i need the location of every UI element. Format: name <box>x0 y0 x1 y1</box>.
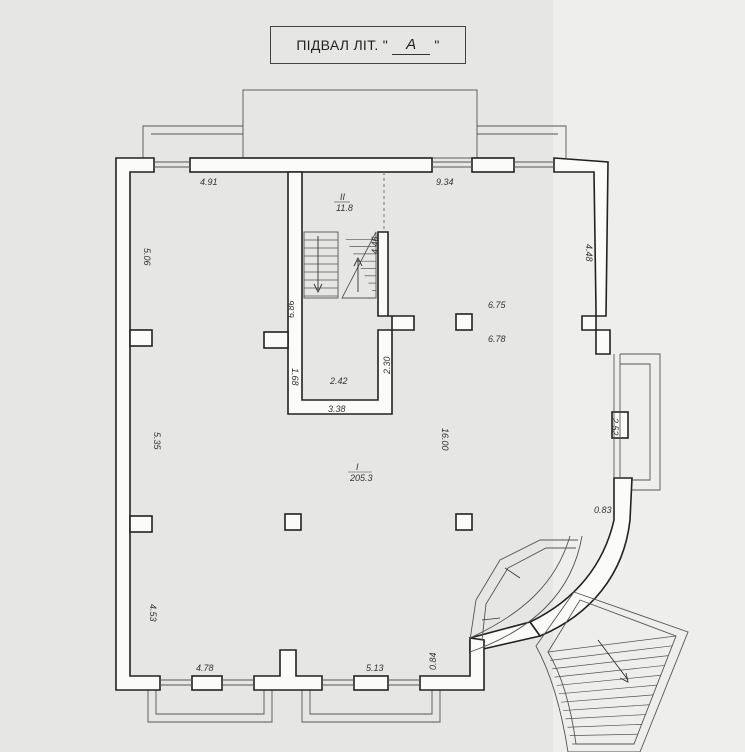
stair-tread <box>550 645 673 661</box>
window-lines <box>154 161 621 686</box>
left-wall <box>115 157 161 691</box>
exterior-stair-inner <box>547 599 677 745</box>
dim-675: 6.75 <box>488 300 507 310</box>
stairs <box>303 231 377 299</box>
bottom-left-well <box>147 690 273 723</box>
dim-448: 4.48 <box>584 244 594 262</box>
bottom-left-well-inner <box>155 690 265 715</box>
dim-252: 2.52 <box>610 417 620 436</box>
exterior-walls <box>115 157 633 691</box>
right-wall-upper-stub <box>595 329 611 355</box>
stair-room-number: II <box>340 192 346 202</box>
stair-tread <box>554 665 665 678</box>
top-left-well <box>142 125 243 158</box>
ramp-outline-outer <box>469 539 578 641</box>
dim-513: 5.13 <box>366 663 384 673</box>
stair-flight-right <box>341 231 377 299</box>
right-bay-inner <box>620 363 651 481</box>
dim-338: 3.38 <box>328 404 346 414</box>
stair-room-pier <box>263 331 289 349</box>
dim-678: 6.78 <box>488 334 506 344</box>
column-3 <box>455 513 473 531</box>
top-annex-outline <box>242 89 478 159</box>
dim-491: 4.91 <box>200 177 218 187</box>
dim-535: 5.35 <box>152 432 162 451</box>
dim-686: 6.86 <box>286 300 296 318</box>
stair-tread <box>556 674 661 686</box>
top-wall-pier <box>471 157 515 173</box>
exterior-stair <box>535 591 689 752</box>
stair-tread <box>552 655 669 670</box>
stair-room-wall <box>287 171 415 415</box>
top-right-well <box>477 125 567 158</box>
stair-tread <box>569 733 638 736</box>
left-pier-2 <box>129 515 153 533</box>
bottom-pier-2 <box>353 675 389 691</box>
title-suffix: " <box>434 37 440 53</box>
dim-242: 2.42 <box>329 376 348 386</box>
dim-1600: 16.00 <box>440 428 450 451</box>
stair-tread <box>547 635 677 653</box>
stair-tread <box>558 684 657 695</box>
curve-guide-2 <box>469 535 571 639</box>
stair-tread <box>567 724 642 728</box>
stair-room-area: 11.8 <box>336 203 353 213</box>
stair-steps-left <box>304 239 338 297</box>
dim-453: 4.53 <box>148 604 158 622</box>
column-1 <box>455 313 473 331</box>
stair-tread <box>561 694 654 703</box>
main-room-area: 205.3 <box>349 473 373 483</box>
columns <box>284 313 473 531</box>
bottom-right-well-inner <box>309 690 433 715</box>
room-labels: II 11.8 I 205.3 <box>334 192 373 483</box>
bottom-right-well <box>301 690 441 723</box>
stair-steps-right <box>345 238 376 291</box>
bottom-wall-center <box>253 649 323 691</box>
right-curved-wall <box>528 477 633 637</box>
column-2 <box>284 513 302 531</box>
plan-title-box: ПІДВАЛ ЛІТ. " А " <box>270 26 466 64</box>
stair-room-walls <box>263 171 415 415</box>
stair-tread <box>563 704 650 711</box>
paper-fold-shade <box>553 0 745 752</box>
exterior-stair-outline <box>535 591 689 752</box>
dim-083: 0.83 <box>594 505 612 515</box>
title-letter: А <box>392 36 431 55</box>
curved-entrance <box>469 535 583 653</box>
right-wall-upper <box>553 157 609 331</box>
right-bay-outline <box>620 353 661 491</box>
outer-outlines <box>142 89 661 723</box>
stair-tread <box>565 714 646 720</box>
bottom-wall-right <box>419 637 485 691</box>
top-wall-main <box>189 157 433 173</box>
exterior-stair-steps <box>547 635 677 745</box>
main-room-number: I <box>356 462 359 472</box>
ramp-outline-inner <box>481 547 576 641</box>
dimension-labels: 4.91 9.34 4.48 5.06 4.46 6.86 6.75 6.78 … <box>142 177 620 673</box>
dim-446: 4.46 <box>370 236 380 254</box>
dim-478: 4.78 <box>196 663 214 673</box>
bottom-pier-1 <box>191 675 223 691</box>
curve-guide-1 <box>469 535 583 653</box>
stair-flight-left <box>303 231 339 299</box>
dim-230: 2.30 <box>382 356 392 375</box>
dim-168: 1.68 <box>290 368 300 386</box>
title-prefix: ПІДВАЛ ЛІТ. " <box>296 37 389 53</box>
dim-934: 9.34 <box>436 177 454 187</box>
left-pier-1 <box>129 329 153 347</box>
dim-506: 5.06 <box>142 248 152 266</box>
dim-084: 0.84 <box>428 652 438 670</box>
